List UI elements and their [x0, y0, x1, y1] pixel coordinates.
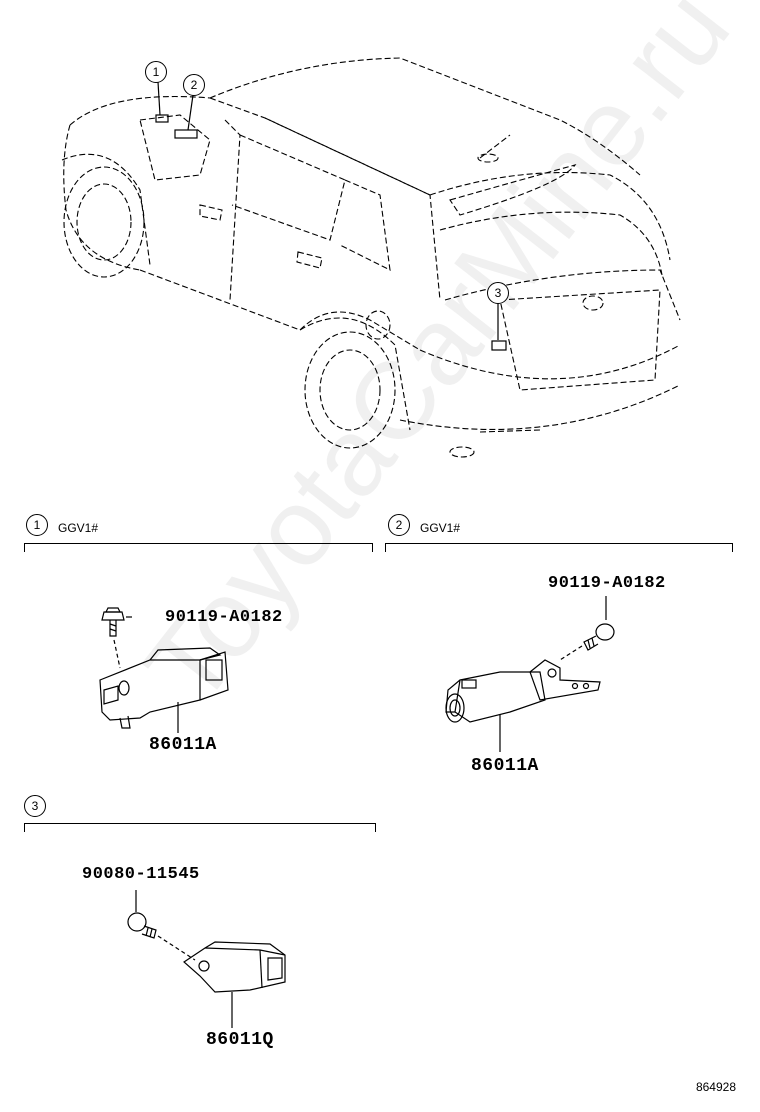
section-2-bolt-label: 90119-A0182: [548, 574, 666, 593]
section-3-number: 3: [24, 795, 46, 817]
document-number: 864928: [695, 1080, 736, 1094]
section-3-bolt-label: 90080-11545: [82, 865, 200, 884]
callout-2[interactable]: 2: [183, 74, 205, 96]
section-3-bracket: [24, 823, 376, 832]
section-1-condition: GGV1#: [58, 521, 99, 535]
section-2-bracket: [385, 543, 733, 552]
callout-3[interactable]: 3: [487, 282, 509, 304]
section-3-sensor-label: 86011Q: [206, 1030, 274, 1050]
callout-1[interactable]: 1: [145, 61, 167, 83]
section-1-sensor-label: 86011A: [149, 735, 217, 755]
section-2-sensor-label: 86011A: [471, 756, 539, 776]
section-1-bolt-label: 90119-A0182: [165, 608, 283, 627]
section-2-number: 2: [388, 514, 410, 536]
section-1-bracket: [24, 543, 373, 552]
section-2-condition: GGV1#: [420, 521, 461, 535]
section-1-number: 1: [26, 514, 48, 536]
